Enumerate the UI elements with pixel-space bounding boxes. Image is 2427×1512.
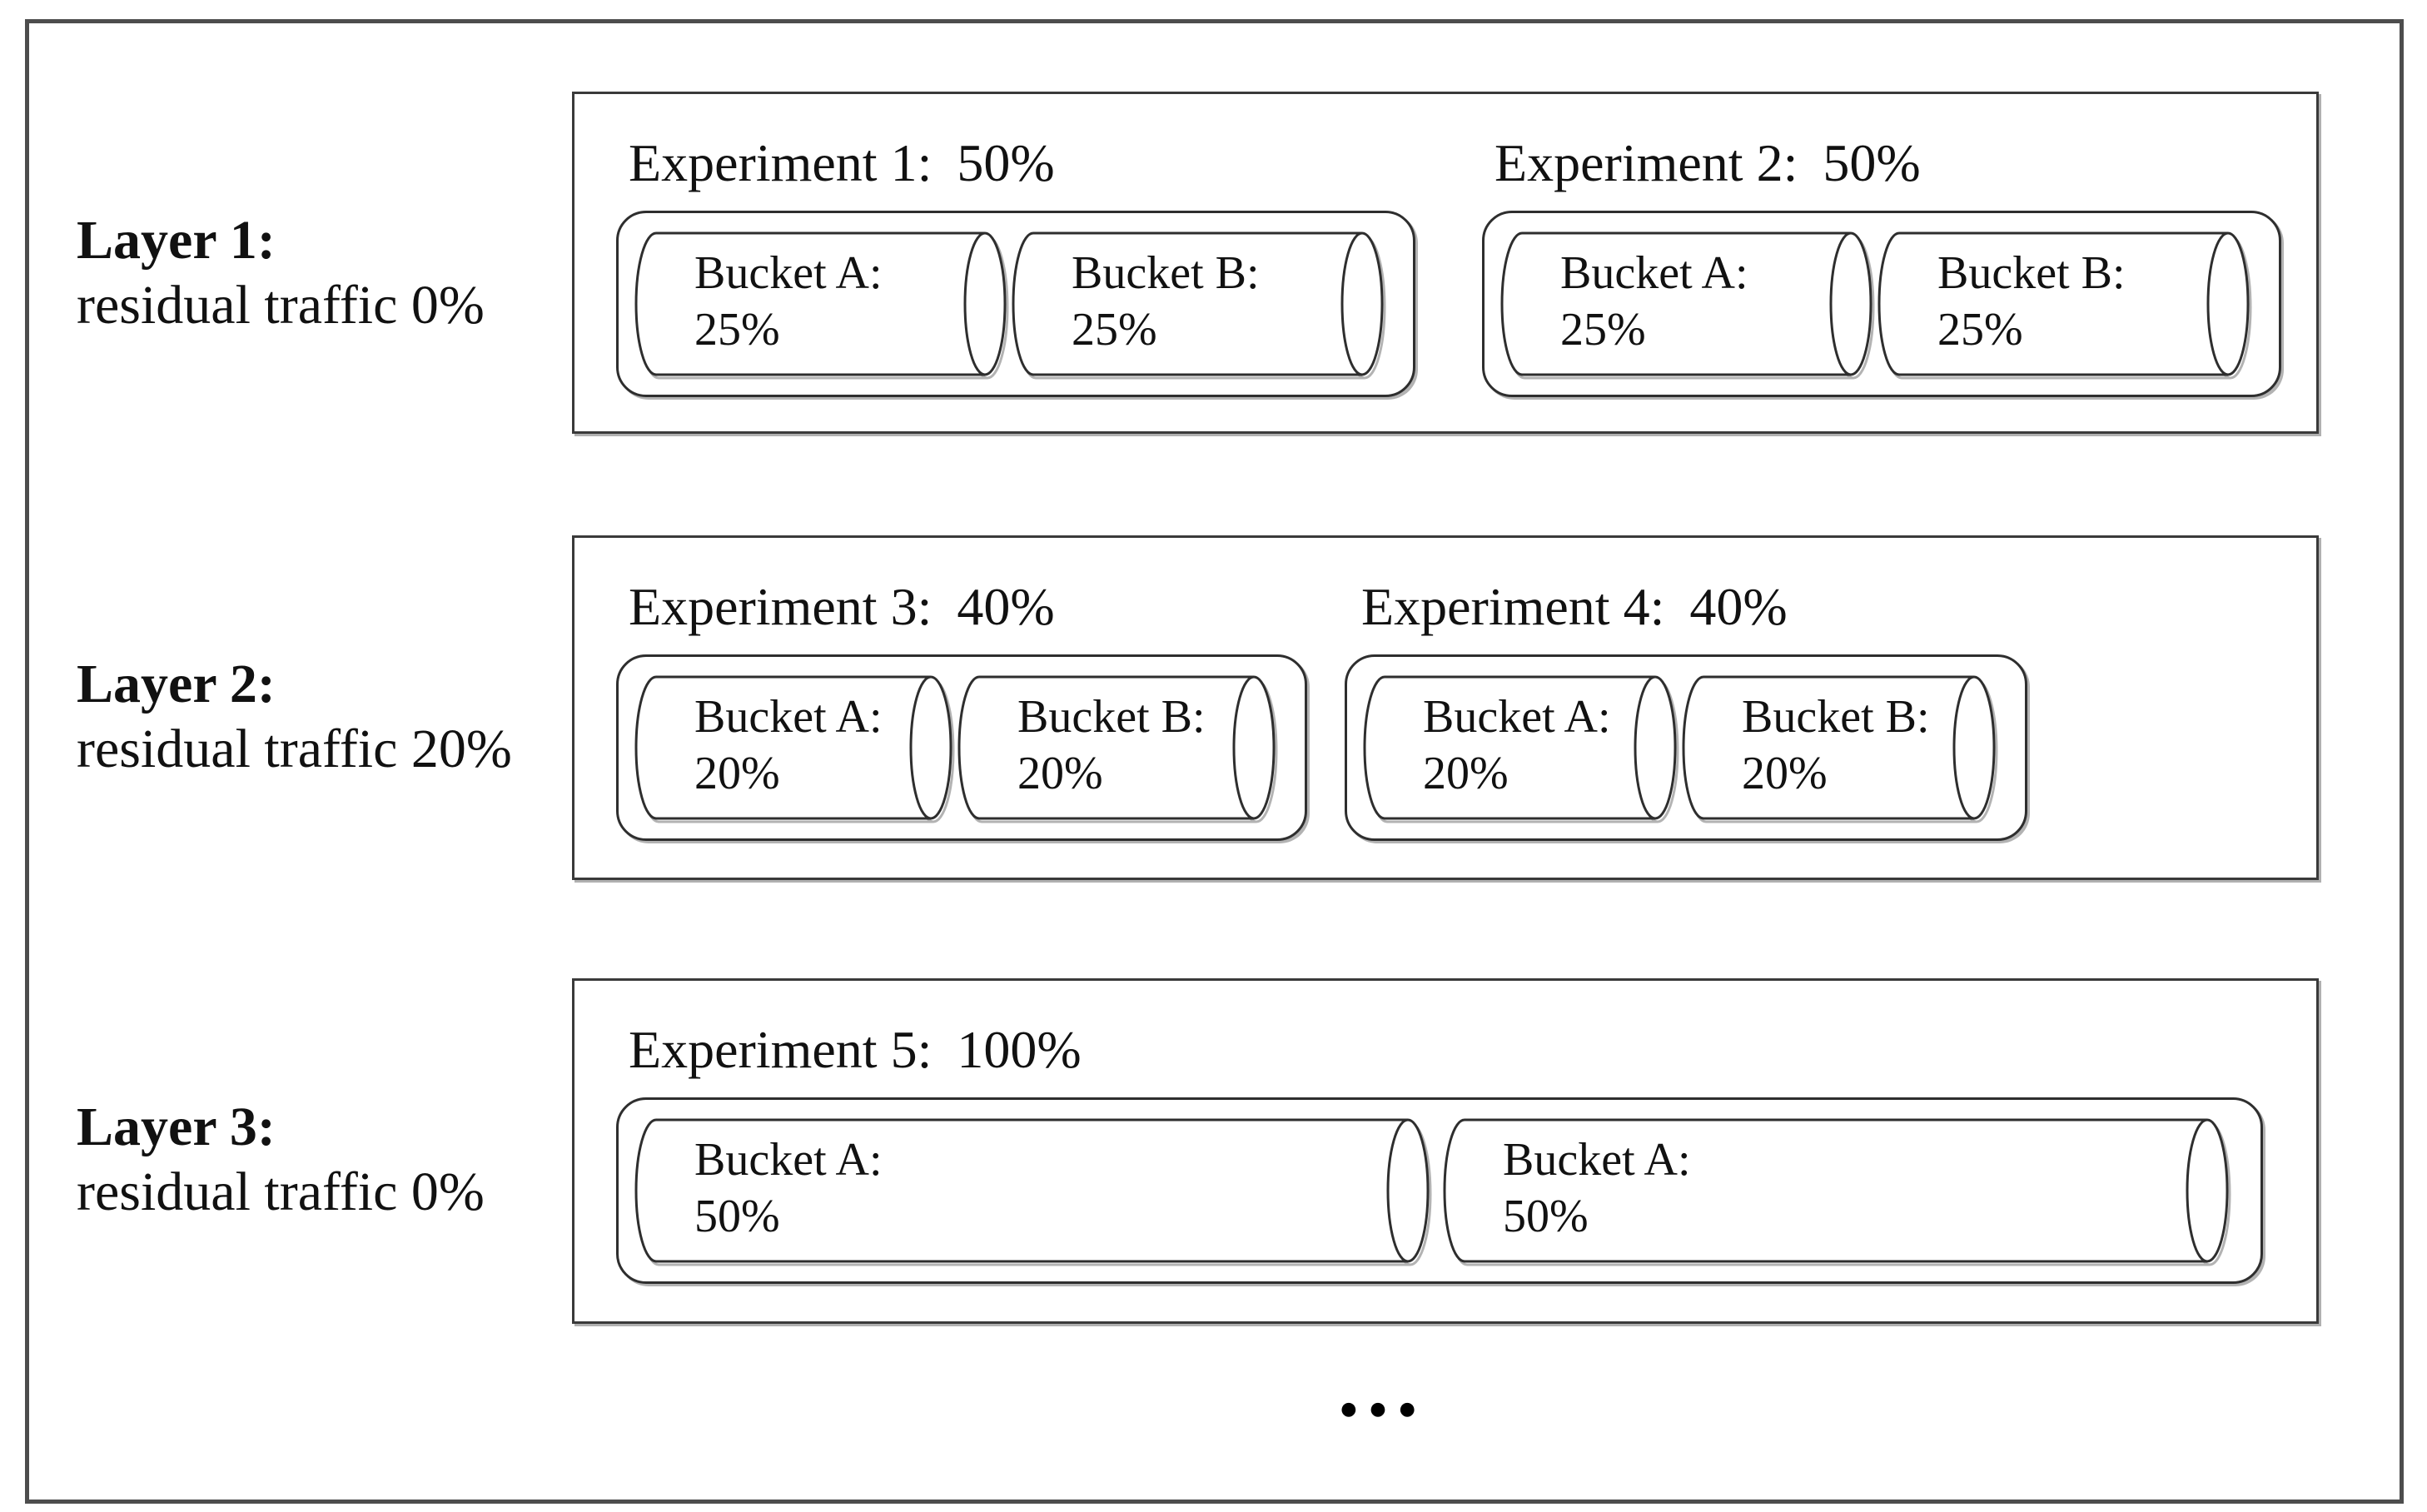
bucket-cylinder: Bucket A: 20% — [634, 675, 955, 823]
layer-1-label: Layer 1: residual traffic 0% — [77, 208, 609, 338]
bucket-cylinder: Bucket B: 25% — [1877, 231, 2252, 380]
experiment-4-title: Experiment 4: 40% — [1361, 577, 1788, 637]
experiment-4-name: Experiment 4: — [1361, 577, 1665, 636]
experiment-5-name: Experiment 5: — [629, 1020, 933, 1079]
experiment-4-percent: 40% — [1689, 577, 1788, 636]
bucket-label: Bucket B: 20% — [1017, 691, 1206, 799]
experiment-3-percent: 40% — [957, 577, 1055, 636]
ellipsis-icon: ●●● — [1340, 1399, 1429, 1420]
bucket-cylinder: Bucket A: 25% — [1500, 231, 1875, 380]
bucket-label: Bucket A: 20% — [1423, 691, 1611, 799]
bucket-label: Bucket A: 50% — [694, 1134, 883, 1242]
bucket-cylinder: Bucket A: 50% — [1443, 1118, 2231, 1266]
experiment-2-percent: 50% — [1823, 133, 1921, 192]
bucket-label: Bucket B: 20% — [1742, 691, 1930, 799]
bucket-label: Bucket A: 25% — [694, 247, 883, 356]
experiment-5-title: Experiment 5: 100% — [629, 1020, 1082, 1080]
experiment-3-name: Experiment 3: — [629, 577, 933, 636]
bucket-label: Bucket A: 25% — [1560, 247, 1748, 356]
bucket-label: Bucket B: 25% — [1072, 247, 1260, 356]
bucket-cylinder: Bucket A: 50% — [634, 1118, 1432, 1266]
experiment-1-percent: 50% — [957, 133, 1055, 192]
layer-2-residual: residual traffic 20% — [77, 719, 512, 779]
experiment-5-percent: 100% — [957, 1020, 1082, 1079]
layer-3-title: Layer 3: — [77, 1097, 276, 1157]
bucket-label: Bucket A: 20% — [694, 691, 883, 799]
bucket-cylinder: Bucket B: 20% — [957, 675, 1278, 823]
experiment-1-name: Experiment 1: — [629, 133, 933, 192]
bucket-cylinder: Bucket B: 25% — [1012, 231, 1386, 380]
bucket-cylinder: Bucket A: 20% — [1363, 675, 1679, 823]
experiment-2-name: Experiment 2: — [1494, 133, 1798, 192]
layer-3-residual: residual traffic 0% — [77, 1161, 485, 1222]
bucket-cylinder: Bucket B: 20% — [1682, 675, 1998, 823]
layer-1-residual: residual traffic 0% — [77, 275, 485, 336]
layer-3-label: Layer 3: residual traffic 0% — [77, 1095, 609, 1225]
layer-2-title: Layer 2: — [77, 654, 276, 714]
figure-outer-frame — [25, 19, 2404, 1504]
layer-2-label: Layer 2: residual traffic 20% — [77, 652, 609, 782]
experiment-3-title: Experiment 3: 40% — [629, 577, 1055, 637]
experiment-1-title: Experiment 1: 50% — [629, 133, 1055, 193]
layer-1-title: Layer 1: — [77, 210, 276, 271]
experiment-2-title: Experiment 2: 50% — [1494, 133, 1921, 193]
bucket-label: Bucket A: 50% — [1503, 1134, 1691, 1242]
bucket-label: Bucket B: 25% — [1937, 247, 2126, 356]
bucket-cylinder: Bucket A: 25% — [634, 231, 1009, 380]
